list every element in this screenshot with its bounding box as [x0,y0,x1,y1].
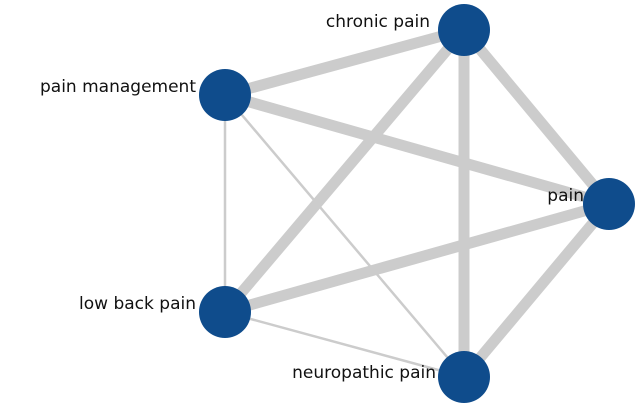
node-neuro [438,351,490,403]
node-pain [583,178,635,230]
edges-layer [220,24,614,381]
edge-lbp-neuro [224,310,465,379]
node-chronic [438,4,490,56]
node-label-chronic: chronic pain [326,12,430,32]
labels-layer: chronic pain pain management pain low back … [40,12,584,383]
node-label-mgmt: pain management [40,77,196,97]
edge-chronic-mgmt [223,24,466,101]
nodes-layer [199,4,635,403]
edge-pain-lbp [223,198,611,318]
node-label-pain: pain [547,186,584,206]
edge-mgmt-neuro [224,94,465,378]
edge-mgmt-pain [223,89,611,210]
edge-chronic-pain [459,26,614,208]
node-label-lbp: low back pain [79,294,196,314]
edge-pain-neuro [459,200,614,381]
node-mgmt [199,69,251,121]
node-lbp [199,286,251,338]
edge-chronic-lbp [220,26,469,316]
node-label-neuro: neuropathic pain [292,363,436,383]
